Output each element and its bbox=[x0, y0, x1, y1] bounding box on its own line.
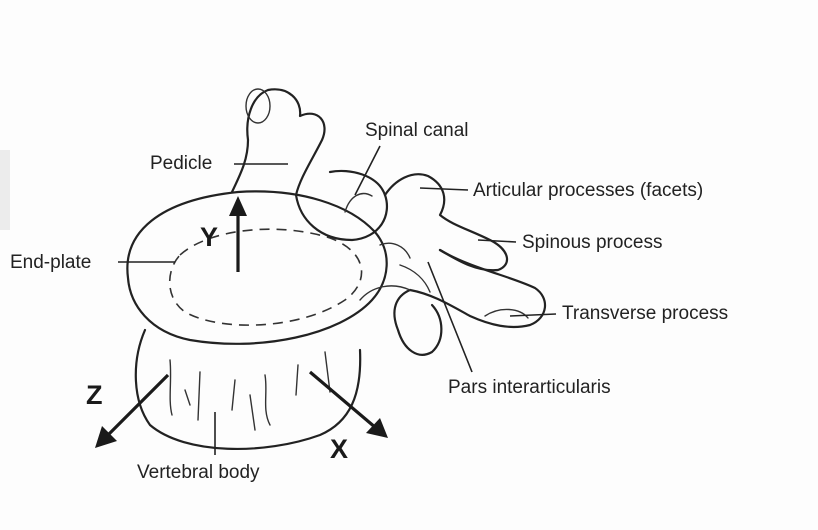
label-spinal-canal: Spinal canal bbox=[365, 120, 469, 142]
label-vertebral-body: Vertebral body bbox=[137, 462, 260, 484]
axis-label-y: Y bbox=[200, 222, 218, 252]
label-pars-interarticularis: Pars interarticularis bbox=[448, 377, 611, 399]
label-end-plate: End-plate bbox=[10, 252, 91, 274]
label-articular-processes: Articular processes (facets) bbox=[473, 180, 703, 202]
axis-label-z: Z bbox=[86, 380, 103, 410]
axis-label-x: X bbox=[330, 434, 348, 464]
vertebral-body-shape bbox=[127, 191, 386, 449]
label-spinous-process: Spinous process bbox=[522, 232, 662, 254]
label-transverse-process: Transverse process bbox=[562, 303, 728, 325]
label-pedicle: Pedicle bbox=[150, 153, 212, 175]
